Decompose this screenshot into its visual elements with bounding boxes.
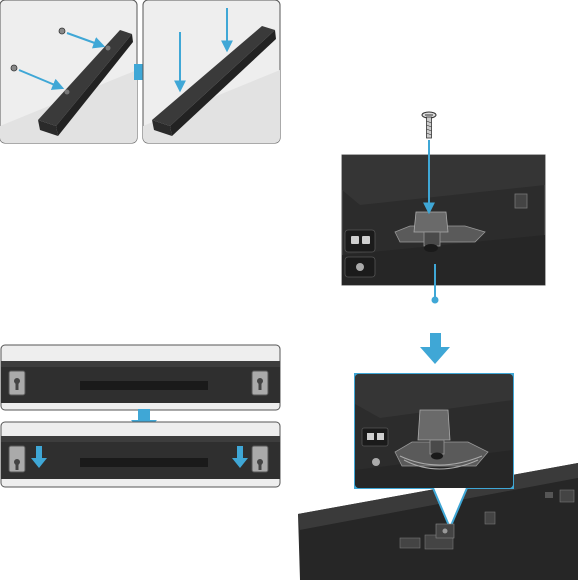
callout-dot [431,296,439,304]
step-secure-screw [298,111,578,580]
wall-bracket [394,409,489,470]
keyhole-icon [251,445,269,473]
soundbar-angled [38,30,133,136]
panel-brackets-after [142,0,281,144]
soundbar-angled [152,26,276,136]
step-attach-brackets [0,0,281,144]
arrow-down-icon [420,333,450,364]
bracket-screw-holes [10,27,111,95]
soundbar-rear [1,436,280,479]
step-hang-bar [0,344,281,488]
panel-brackets-before [0,0,138,144]
arrow-down-icon [232,446,248,468]
arrow-right-icon [18,69,65,90]
arrow-right-icon [66,32,106,49]
arrow-down-icon [31,446,47,468]
screw-icon [421,111,437,139]
panel-hang-before [0,344,281,411]
port-panel [80,381,208,390]
keyhole-icon [251,370,269,396]
keyhole-icon [8,370,26,396]
power-port [344,229,376,253]
panel-screw-insert [341,140,546,286]
keyhole-icon [8,445,26,473]
wall-bracket [394,211,486,252]
port-panel [80,458,208,467]
panel-hang-after [0,421,281,488]
panel-detail [354,373,514,539]
